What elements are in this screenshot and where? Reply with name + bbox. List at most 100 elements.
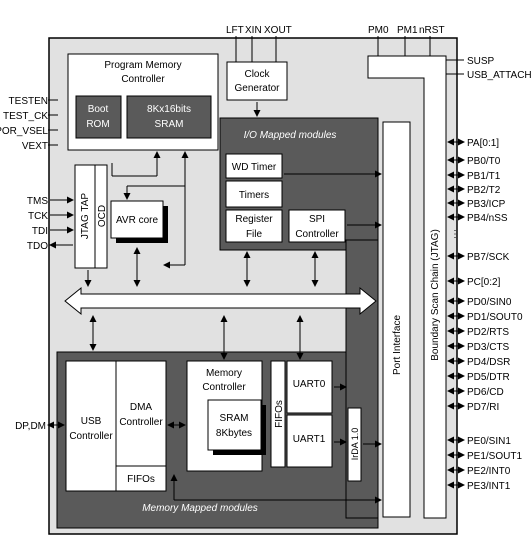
- port-a-pins: PA[0:1]: [447, 138, 499, 149]
- sram-8kx16-block: [126, 95, 212, 139]
- boundary-scan-label: Boundary Scan Chain (JTAG): [430, 229, 441, 361]
- wd-timer-label: WD Timer: [232, 162, 277, 173]
- pin-lft: LFT: [226, 25, 244, 36]
- pin-usb-attach: USB_ATTACH: [467, 70, 531, 81]
- register-file-label-2: File: [246, 229, 263, 240]
- pin-pe2: PE2/INT0: [467, 466, 511, 477]
- pin-pd6: PD6/CD: [467, 387, 504, 398]
- port-e-pins: PE0/SIN1 PE1/SOUT1 PE2/INT0 PE3/INT1: [447, 436, 522, 492]
- memory-mapped-modules: Memory Mapped modules USB Controller DMA…: [56, 239, 379, 529]
- boot-rom-label-2: ROM: [86, 119, 109, 130]
- pin-susp: SUSP: [467, 56, 495, 67]
- pin-pb7: PB7/SCK: [467, 252, 510, 263]
- timers-block: [225, 180, 283, 208]
- pin-pe0: PE0/SIN1: [467, 436, 511, 447]
- jtag-tap-label: JTAG TAP: [80, 193, 91, 239]
- mem-title: Memory Mapped modules: [142, 503, 258, 514]
- port-d-pins: PD0/SIN0 PD1/SOUT0 PD2/RTS PD3/CTS PD4/D…: [447, 297, 523, 413]
- pin-pb4: PB4/nSS: [467, 213, 508, 224]
- port-c-pins: PC[0:2]: [447, 277, 501, 288]
- internal-bus: [64, 286, 377, 316]
- uart1-block: [286, 414, 333, 468]
- pin-pd5: PD5/DTR: [467, 372, 510, 383]
- jtag-ocd: JTAG TAP OCD: [74, 164, 108, 269]
- connections: [47, 102, 382, 504]
- usb-label-2: Controller: [69, 431, 113, 442]
- pin-xout: XOUT: [264, 25, 292, 36]
- dma-fifos-label: FIFOs: [127, 474, 155, 485]
- right-pins: SUSP USB_ATTACH PA[0:1] PB0/T0 PB1/T1 PB…: [446, 56, 531, 492]
- pin-pb2: PB2/T2: [467, 185, 501, 196]
- pb-ellipsis: ⋮: [450, 229, 460, 240]
- dma-label-2: Controller: [119, 417, 163, 428]
- dma-controller-block: [115, 360, 167, 467]
- dma-label-1: DMA: [130, 402, 153, 413]
- dma-fifos-block: [115, 465, 167, 492]
- pin-pe3: PE3/INT1: [467, 481, 511, 492]
- pin-pd2: PD2/RTS: [467, 327, 509, 338]
- pmc-title-1: Program Memory: [104, 60, 181, 71]
- pin-pb0: PB0/T0: [467, 156, 501, 167]
- pmc-title-2: Controller: [121, 74, 165, 85]
- pin-vext: VEXT: [22, 141, 48, 152]
- usb-label-1: USB: [81, 416, 102, 427]
- pin-pb1: PB1/T1: [467, 171, 501, 182]
- sram-8kx16-label-1: 8Kx16bits: [147, 104, 191, 115]
- uart1-label: UART1: [293, 434, 326, 445]
- irda-label: IrDA 1.0: [350, 428, 360, 461]
- boot-rom-label-1: Boot: [88, 104, 109, 115]
- pin-xin: XIN: [245, 25, 262, 36]
- port-interface-label: Port Interface: [392, 315, 403, 375]
- uart0-block: [286, 360, 333, 414]
- pin-pd3: PD3/CTS: [467, 342, 510, 353]
- port-interface: Port Interface: [382, 121, 411, 518]
- uart-fifos-label: FIFOs: [274, 400, 285, 428]
- pin-tck: TCK: [28, 211, 48, 222]
- left-pins: TESTEN TEST_CK POR_VSEL VEXT TMS TCK TDI…: [0, 96, 74, 432]
- irda-block: [347, 407, 362, 482]
- register-file-label-1: Register: [235, 214, 273, 225]
- memctl-label-2: Controller: [202, 382, 246, 393]
- pin-pd1: PD1/SOUT0: [467, 312, 523, 323]
- pin-pd7: PD7/RI: [467, 402, 499, 413]
- pin-pm1: PM1: [397, 25, 418, 36]
- boundary-scan-chain: Boundary Scan Chain (JTAG): [367, 55, 447, 519]
- clock-label-2: Generator: [234, 83, 280, 94]
- pin-pb3: PB3/ICP: [467, 199, 506, 210]
- pin-por-vsel: POR_VSEL: [0, 126, 48, 137]
- pin-pd4: PD4/DSR: [467, 357, 510, 368]
- clock-generator: Clock Generator: [226, 61, 288, 101]
- pin-tdo: TDO: [27, 241, 48, 252]
- spi-label-2: Controller: [295, 229, 339, 240]
- ocd-block: [94, 164, 108, 269]
- sram-8kbytes-block: [207, 399, 262, 451]
- pin-nrst: nRST: [419, 25, 445, 36]
- pin-testen: TESTEN: [9, 96, 48, 107]
- memctl-label-1: Memory: [206, 368, 242, 379]
- sram8-label-1: SRAM: [220, 413, 249, 424]
- io-mapped-modules: I/O Mapped modules WD Timer Timers Regis…: [219, 117, 379, 251]
- io-title: I/O Mapped modules: [244, 130, 337, 141]
- ocd-label: OCD: [97, 205, 108, 227]
- port-b-pins: PB0/T0 PB1/T1 PB2/T2 PB3/ICP PB4/nSS ⋮ P…: [447, 156, 510, 263]
- pin-dp-dm: DP,DM: [15, 421, 46, 432]
- pin-pe1: PE1/SOUT1: [467, 451, 522, 462]
- pin-tdi: TDI: [32, 226, 48, 237]
- clock-label-1: Clock: [244, 69, 270, 80]
- pin-pd0: PD0/SIN0: [467, 297, 512, 308]
- pin-pm0: PM0: [368, 25, 389, 36]
- avr-core: AVR core: [110, 200, 168, 243]
- pin-test-ck: TEST_CK: [3, 111, 48, 122]
- pin-pa: PA[0:1]: [467, 138, 499, 149]
- spi-label-1: SPI: [309, 214, 325, 225]
- timers-label: Timers: [239, 190, 269, 201]
- sram-8kx16-label-2: SRAM: [155, 119, 184, 130]
- pin-pc: PC[0:2]: [467, 277, 501, 288]
- uart0-label: UART0: [293, 379, 326, 390]
- program-memory-controller: Program Memory Controller Boot ROM 8Kx16…: [67, 53, 219, 151]
- sram8-label-2: 8Kbytes: [216, 428, 252, 439]
- usb-controller-block: [65, 360, 117, 492]
- spi-controller-block: [288, 209, 346, 243]
- register-file-block: [225, 209, 283, 243]
